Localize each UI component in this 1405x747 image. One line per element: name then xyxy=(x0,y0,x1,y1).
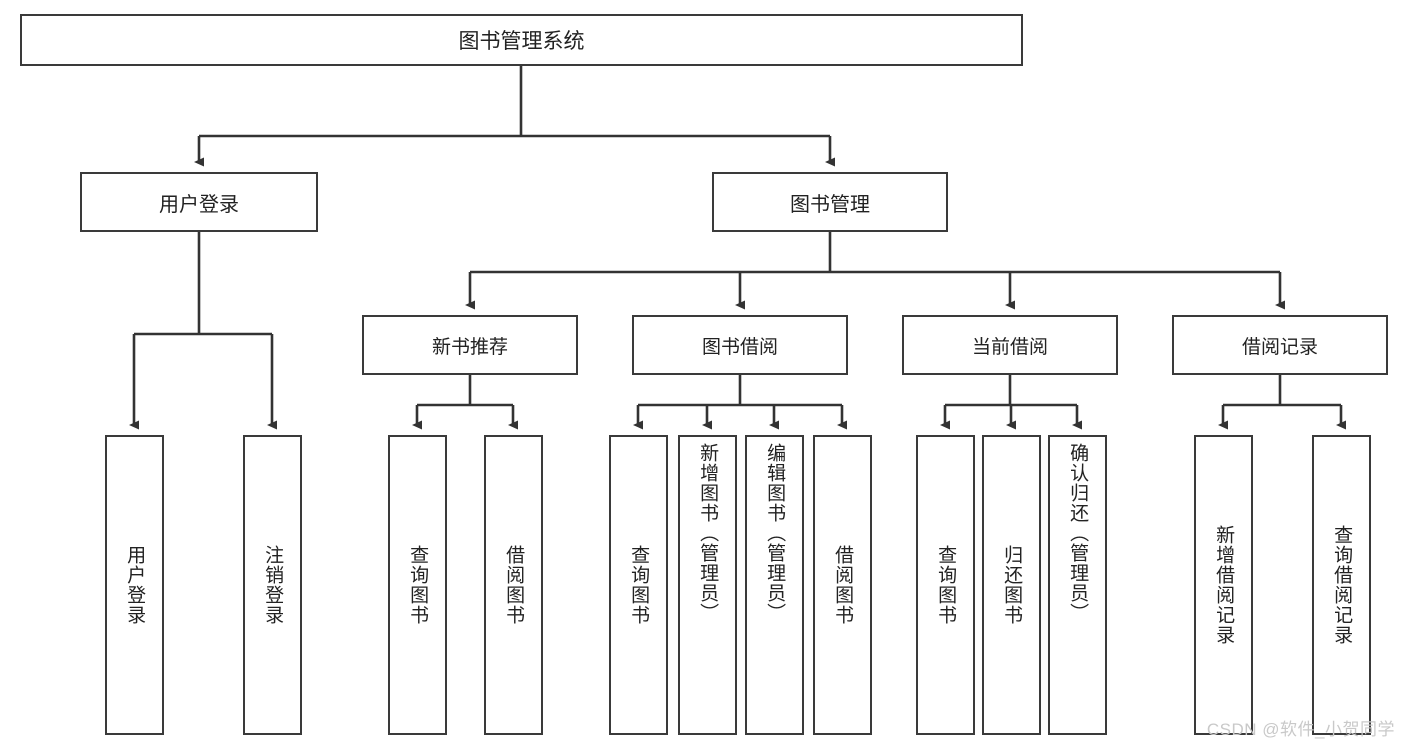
leaf-node-11[interactable]: 新增借阅记录 xyxy=(1194,435,1253,735)
leaf-node-8[interactable]: 查询图书 xyxy=(916,435,975,735)
leaf-node-label: 用户登录 xyxy=(124,545,146,625)
leaf-node-label: 查询借阅记录 xyxy=(1331,525,1353,645)
leaf-node-0[interactable]: 用户登录 xyxy=(105,435,164,735)
node-label: 图书管理系统 xyxy=(458,30,585,53)
node-label: 借阅记录 xyxy=(1241,336,1318,358)
node-label: 用户登录 xyxy=(159,193,239,216)
node-label: 新书推荐 xyxy=(431,336,508,358)
node-label: 图书借阅 xyxy=(701,336,778,358)
leaf-node-label: 查询图书 xyxy=(407,545,429,625)
leaf-node-label: 新增借阅记录 xyxy=(1213,525,1235,645)
leaf-node-label: 注销登录 xyxy=(262,545,284,625)
leaf-node-6[interactable]: 编辑图书（管理员） xyxy=(745,435,804,735)
leaf-node-10[interactable]: 确认归还（管理员） xyxy=(1048,435,1107,735)
csdn-watermark: CSDN @软件_小贺同学 xyxy=(1206,720,1395,739)
node-level2-0[interactable]: 新书推荐 xyxy=(362,315,578,375)
leaf-node-label: 确认归还（管理员） xyxy=(1067,443,1089,623)
leaf-node-12[interactable]: 查询借阅记录 xyxy=(1312,435,1371,735)
leaf-node-1[interactable]: 注销登录 xyxy=(243,435,302,735)
leaf-node-label: 查询图书 xyxy=(628,545,650,625)
node-level2-3[interactable]: 借阅记录 xyxy=(1172,315,1388,375)
leaf-node-label: 归还图书 xyxy=(1001,545,1023,625)
node-level1-1[interactable]: 图书管理 xyxy=(712,172,948,232)
node-level2-1[interactable]: 图书借阅 xyxy=(632,315,848,375)
node-root[interactable]: 图书管理系统 xyxy=(20,14,1023,66)
leaf-node-5[interactable]: 新增图书（管理员） xyxy=(678,435,737,735)
leaf-node-label: 查询图书 xyxy=(935,545,957,625)
leaf-node-4[interactable]: 查询图书 xyxy=(609,435,668,735)
leaf-node-label: 编辑图书（管理员） xyxy=(764,443,786,623)
leaf-node-2[interactable]: 查询图书 xyxy=(388,435,447,735)
node-label: 当前借阅 xyxy=(971,336,1048,358)
leaf-node-label: 借阅图书 xyxy=(832,545,854,625)
node-level1-0[interactable]: 用户登录 xyxy=(80,172,318,232)
leaf-node-7[interactable]: 借阅图书 xyxy=(813,435,872,735)
leaf-node-label: 新增图书（管理员） xyxy=(697,443,719,623)
leaf-node-label: 借阅图书 xyxy=(503,545,525,625)
node-level2-2[interactable]: 当前借阅 xyxy=(902,315,1118,375)
leaf-node-3[interactable]: 借阅图书 xyxy=(484,435,543,735)
leaf-node-9[interactable]: 归还图书 xyxy=(982,435,1041,735)
node-label: 图书管理 xyxy=(790,193,870,216)
